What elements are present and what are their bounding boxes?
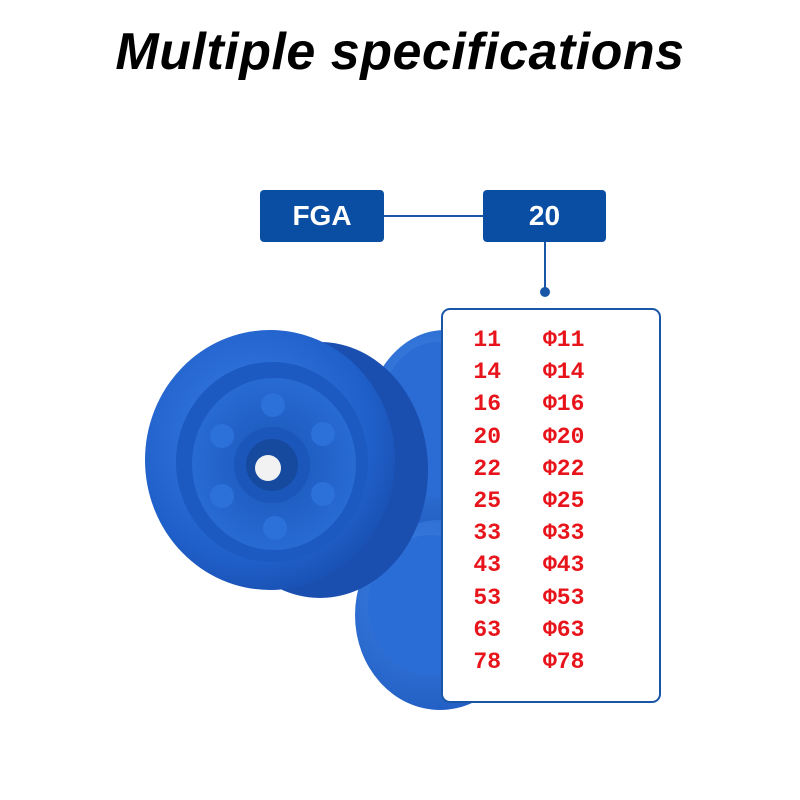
spec-diameter: Φ16 [543, 391, 585, 418]
spec-diameter: Φ25 [543, 488, 585, 515]
spec-diameter: Φ43 [543, 552, 585, 579]
spec-code: 14 [473, 359, 501, 386]
size-tag: 20 [483, 190, 606, 242]
spec-diameter: Φ53 [543, 584, 585, 611]
spec-diameter: Φ63 [543, 616, 585, 643]
series-tag: FGA [260, 190, 384, 242]
spec-code: 43 [473, 552, 501, 579]
spec-row: 78 Φ78 [443, 646, 659, 678]
spec-code: 11 [473, 327, 501, 354]
spec-code: 53 [473, 584, 501, 611]
spec-code: 16 [473, 391, 501, 418]
spec-code: 63 [473, 616, 501, 643]
spec-diameter: Φ33 [543, 520, 585, 547]
spec-diameter: Φ78 [543, 648, 585, 675]
front-cup [145, 330, 395, 590]
connector-line [384, 215, 483, 217]
page-title: Multiple specifications [115, 23, 685, 81]
spec-code: 20 [473, 423, 501, 450]
spec-diameter: Φ14 [543, 359, 585, 386]
spec-row: 53 Φ53 [443, 582, 659, 614]
spec-row: 16 Φ16 [443, 388, 659, 420]
spec-row: 20 Φ20 [443, 421, 659, 453]
connector-line-vertical [544, 242, 546, 290]
spec-code: 78 [473, 648, 501, 675]
spec-diameter: Φ11 [543, 327, 585, 354]
spec-row: 33 Φ33 [443, 517, 659, 549]
spec-row: 63 Φ63 [443, 614, 659, 646]
spec-code: 22 [473, 455, 501, 482]
connector-dot [540, 287, 550, 297]
spec-code: 33 [473, 520, 501, 547]
spec-row: 14 Φ14 [443, 356, 659, 388]
spec-row: 43 Φ43 [443, 549, 659, 581]
spec-diameter: Φ22 [543, 455, 585, 482]
spec-list: 11 Φ11 14 Φ14 16 Φ16 20 Φ20 22 Φ22 25 Φ25 33 Φ33 43 Φ43… [443, 324, 659, 678]
spec-row: 11 Φ11 [443, 324, 659, 356]
spec-row: 22 Φ22 [443, 453, 659, 485]
spec-row: 25 Φ25 [443, 485, 659, 517]
spec-code: 25 [473, 488, 501, 515]
spec-table: 11 Φ11 14 Φ14 16 Φ16 20 Φ20 22 Φ22 25 Φ25 33 Φ33 43 Φ43… [441, 308, 661, 703]
spec-diameter: Φ20 [543, 423, 585, 450]
